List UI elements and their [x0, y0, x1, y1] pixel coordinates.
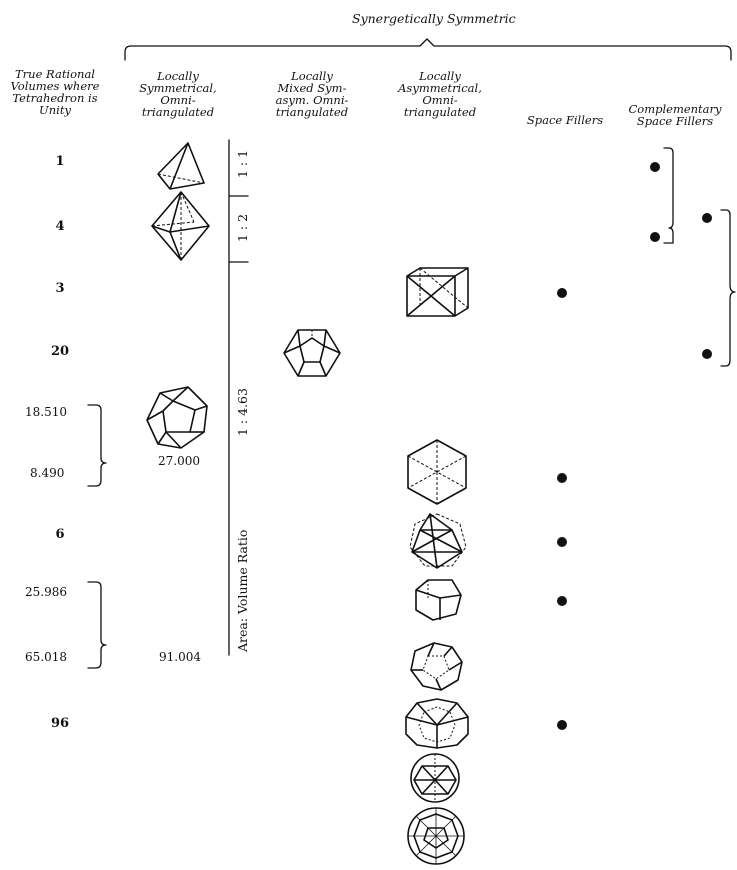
star-polyhedron-icon	[409, 513, 467, 569]
icosahedron-large-icon	[146, 386, 208, 449]
rhombic-dodecahedron-icon	[407, 439, 467, 505]
left-brace	[87, 404, 107, 487]
header-symmetrical: Locally Symmetrical, Omni- triangulated	[139, 69, 217, 119]
header-volumes: True Rational Volumes where Tetrahedron …	[10, 67, 100, 117]
complementary-dot	[650, 232, 660, 242]
dodecahedron-icon	[410, 642, 463, 691]
total-27000: 27.000	[158, 454, 200, 468]
space-filler-dot	[557, 537, 567, 547]
complementary-dot	[650, 162, 660, 172]
row-label-4: 4	[55, 219, 65, 234]
space-filler-dot	[557, 288, 567, 298]
header-mixed: Locally Mixed Sym- asym. Omni- triangula…	[275, 69, 349, 119]
row-label-3: 3	[55, 281, 65, 296]
right-brace	[720, 209, 736, 367]
row-label-25986: 25.986	[25, 585, 67, 599]
row-label-18510: 18.510	[25, 405, 67, 419]
right-brace	[663, 147, 674, 244]
small-polyhedron-icon	[415, 579, 462, 621]
header-asymmetrical: Locally Asymmetrical, Omni- triangulated	[398, 69, 482, 119]
row-label-1: 1	[55, 154, 65, 169]
total-91004: 91.004	[159, 650, 201, 664]
row-label-96: 96	[50, 716, 70, 731]
header-space-fillers: Space Fillers	[526, 113, 604, 127]
octahedron-icon	[151, 191, 210, 261]
complementary-dot	[702, 349, 712, 359]
row-label-8490: 8.490	[30, 466, 65, 480]
icosahedron-icon	[283, 329, 341, 377]
polyhedron-sphere-icon	[410, 753, 460, 803]
header-complementary: Complementary Space Fillers	[628, 102, 722, 128]
tetrahedron-icon	[157, 142, 205, 190]
supertitle: Synergetically Symmetric	[352, 11, 516, 26]
space-filler-dot	[557, 473, 567, 483]
complementary-dot	[702, 213, 712, 223]
row-label-65018: 65.018	[25, 650, 67, 664]
top-brace	[124, 38, 732, 61]
left-brace	[87, 581, 107, 669]
row-label-6: 6	[55, 527, 65, 542]
space-filler-dot	[557, 720, 567, 730]
rhombic-triacontahedron-icon	[405, 698, 469, 749]
geodesic-sphere-icon	[407, 807, 465, 865]
cube-with-diagonals-icon	[406, 267, 469, 317]
row-label-20: 20	[50, 344, 70, 359]
space-filler-dot	[557, 596, 567, 606]
